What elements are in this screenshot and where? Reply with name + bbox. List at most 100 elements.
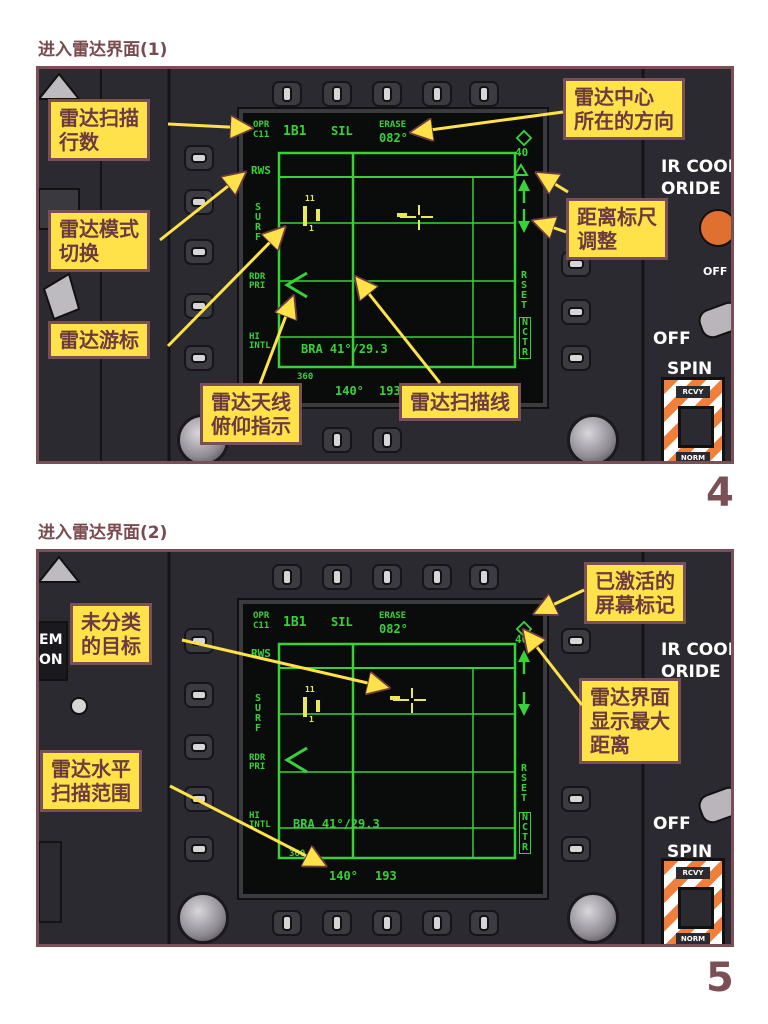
callout-horizontal-scan: 雷达水平 扫描范围 xyxy=(40,750,142,812)
osb-right-4[interactable] xyxy=(561,786,591,812)
azimuth-readout-2: 193 xyxy=(375,869,397,883)
radar-display: OPR C11 1B1 SIL ERASE 082° 40 RWS S U R … xyxy=(237,107,549,409)
osb-left-1[interactable] xyxy=(184,628,214,654)
azimuth-readout: 140° xyxy=(335,384,364,398)
off-label-2: OFF xyxy=(653,329,691,349)
section-title-2: 进入雷达界面(2) xyxy=(38,523,168,543)
osb-bottom-3[interactable] xyxy=(372,427,402,453)
erase-label: ERASE xyxy=(379,611,407,621)
heading-readout: 082° xyxy=(379,622,408,636)
rcvy-label: RCVY xyxy=(676,867,710,879)
osb-left-4[interactable] xyxy=(184,786,214,812)
scan-rows-label: 1B1 xyxy=(283,615,307,630)
brightness-knob-left[interactable] xyxy=(177,892,229,944)
callout-max-range: 雷达界面 显示最大 距离 xyxy=(579,678,681,764)
c11-label: C11 xyxy=(253,130,270,140)
brightness-knob-right[interactable] xyxy=(567,892,619,944)
osb-top-5[interactable] xyxy=(469,81,499,107)
ir-cool-label: IR COOL xyxy=(661,157,734,177)
callout-scan-line: 雷达扫描线 xyxy=(399,383,521,421)
rset-label: R S E T xyxy=(520,270,528,311)
callout-mode-switch: 雷达模式 切换 xyxy=(48,210,150,272)
osb-bottom-1[interactable] xyxy=(272,910,302,936)
spin-label: SPIN xyxy=(667,842,713,862)
bottom-left-readout: 360 xyxy=(297,372,314,382)
osb-right-5[interactable] xyxy=(561,345,591,371)
rset-label: R S E T xyxy=(520,763,528,804)
osb-left-2[interactable] xyxy=(184,189,214,215)
rws-label: RWS xyxy=(251,647,271,660)
osb-left-5[interactable] xyxy=(184,836,214,862)
ir-cool-label: IR COOL xyxy=(661,640,734,660)
spin-recovery-guard[interactable]: RCVY NORM xyxy=(661,858,725,944)
rdr-pri-label: RDR PRI xyxy=(249,753,266,772)
osb-right-5[interactable] xyxy=(561,836,591,862)
azimuth-readout-2: 193 xyxy=(379,384,401,398)
bottom-left-readout: 360 xyxy=(289,849,306,859)
norm-label: NORM xyxy=(676,933,710,944)
spin-recovery-guard[interactable]: RCVY NORM xyxy=(661,377,725,461)
range-readout: 40 xyxy=(515,146,529,159)
osb-top-2[interactable] xyxy=(322,81,352,107)
osb-left-2[interactable] xyxy=(184,682,214,708)
osb-top-2[interactable] xyxy=(322,564,352,590)
osb-left-4[interactable] xyxy=(184,293,214,319)
bra-readout: BRA 41°/29.3 xyxy=(301,342,388,356)
osb-bottom-2[interactable] xyxy=(322,910,352,936)
osb-top-1[interactable] xyxy=(272,81,302,107)
nctr-label: N C T R xyxy=(519,812,531,854)
scan-elevation-top: 11 xyxy=(305,685,315,694)
scan-elevation-bottom: 1 xyxy=(309,224,314,233)
ir-cool-switch[interactable] xyxy=(699,209,731,247)
azimuth-readout: 140° xyxy=(329,869,358,883)
scan-rows-label: 1B1 xyxy=(283,124,307,139)
osb-top-4[interactable] xyxy=(422,564,452,590)
callout-unclassified-target: 未分类 的目标 xyxy=(70,603,152,665)
rdr-pri-label: RDR PRI xyxy=(249,272,266,291)
osb-top-1[interactable] xyxy=(272,564,302,590)
osb-bottom-4[interactable] xyxy=(422,910,452,936)
brightness-knob-right[interactable] xyxy=(567,414,619,461)
norm-label: NORM xyxy=(676,452,710,461)
radar-grid-2 xyxy=(277,620,533,860)
osb-top-3[interactable] xyxy=(372,564,402,590)
spin-label: SPIN xyxy=(667,359,713,379)
off-label: OFF xyxy=(703,265,728,278)
step-number-4: 4 xyxy=(706,470,734,516)
opr-label: OPR xyxy=(253,611,270,621)
guard-window xyxy=(678,887,714,929)
on-label: ON xyxy=(39,652,63,668)
oride-label: ORIDE xyxy=(661,179,721,199)
hi-intl-label: HI INTL xyxy=(249,811,271,830)
osb-right-1[interactable] xyxy=(561,628,591,654)
oride-label: ORIDE xyxy=(661,662,721,682)
osb-left-3[interactable] xyxy=(184,734,214,760)
osb-bottom-3[interactable] xyxy=(372,910,402,936)
step-number-5: 5 xyxy=(706,955,734,1001)
scan-elevation-bottom: 1 xyxy=(309,715,314,724)
off-label: OFF xyxy=(653,814,691,834)
osb-bottom-5[interactable] xyxy=(469,910,499,936)
sil-label: SIL xyxy=(331,124,353,138)
range-readout: 40 xyxy=(515,633,529,646)
em-label: EM xyxy=(39,632,63,648)
hi-intl-label: HI INTL xyxy=(249,332,271,351)
osb-left-1[interactable] xyxy=(184,145,214,171)
surf-label: S U R F xyxy=(254,202,262,243)
sil-label: SIL xyxy=(331,615,353,629)
osb-top-5[interactable] xyxy=(469,564,499,590)
scan-elevation-top: 11 xyxy=(305,194,315,203)
osb-top-3[interactable] xyxy=(372,81,402,107)
osb-left-3[interactable] xyxy=(184,239,214,265)
osb-bottom-2[interactable] xyxy=(322,427,352,453)
nctr-label: N C T R xyxy=(519,317,531,359)
callout-center-direction: 雷达中心 所在的方向 xyxy=(563,78,685,140)
callout-range-scale: 距离标尺 调整 xyxy=(566,198,668,260)
osb-left-5[interactable] xyxy=(184,345,214,371)
osb-right-4[interactable] xyxy=(561,299,591,325)
radar-grid xyxy=(277,129,533,369)
guard-window xyxy=(678,406,714,448)
osb-top-4[interactable] xyxy=(422,81,452,107)
radar-display-2: OPR C11 1B1 SIL ERASE 082° 40 RWS S U R … xyxy=(237,598,549,900)
rws-label: RWS xyxy=(251,164,271,177)
